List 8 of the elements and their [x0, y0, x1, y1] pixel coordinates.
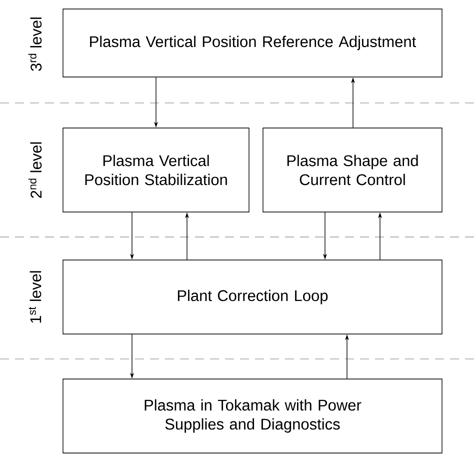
- process-box: Plant Correction Loop: [62, 260, 442, 334]
- level-label: 2$^{nd}$ level: [28, 142, 42, 198]
- process-box: Plasma Vertical Position Reference Adjustment: [62, 8, 442, 78]
- process-box: Plasma Vertical Position Stabilization: [62, 128, 250, 212]
- level-label: 1$^{st}$ level: [28, 271, 42, 323]
- process-box: Plasma Shape and Current Control: [262, 128, 442, 212]
- level-label: 3$^{rd}$ level: [28, 18, 42, 71]
- process-box: Plasma in Tokamak with Power Supplies and Diagnostics: [62, 378, 442, 454]
